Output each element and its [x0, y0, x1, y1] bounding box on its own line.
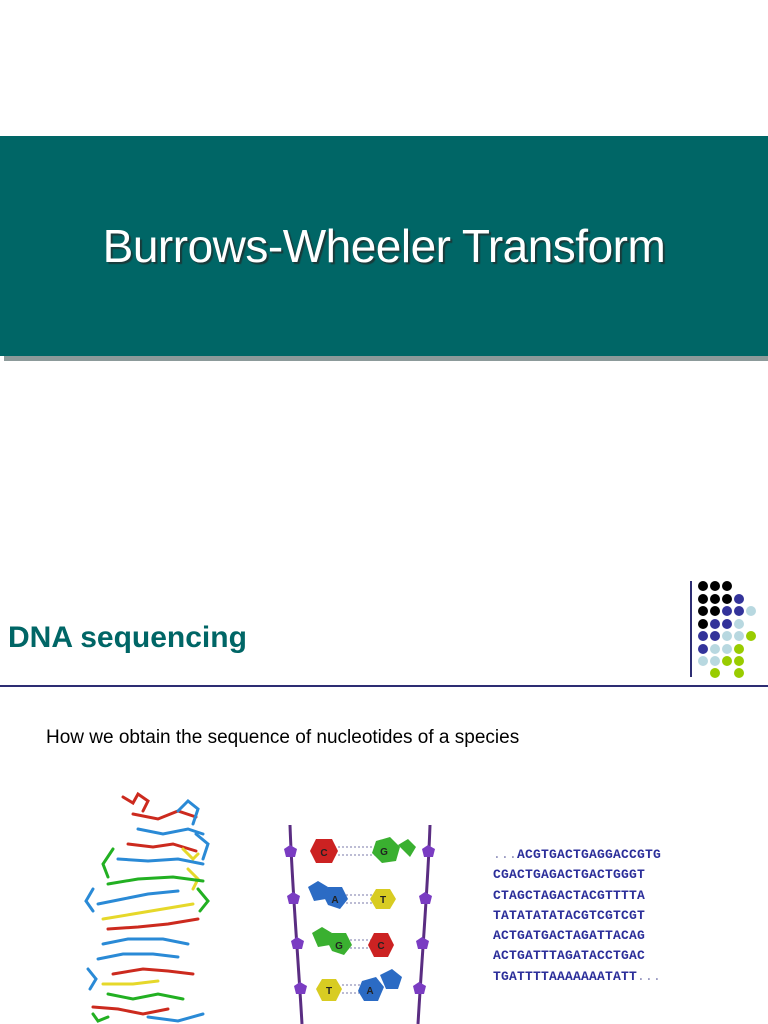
dot-14 [710, 619, 720, 629]
section-title: DNA sequencing [8, 621, 247, 654]
dot-23 [710, 644, 720, 654]
sequence-line-3: CTAGCTAGACTACGTTTTA [493, 887, 646, 903]
base-right-4: A [366, 986, 373, 997]
dot-16 [734, 619, 744, 629]
slide-title: Burrows-Wheeler Transform [102, 220, 666, 272]
dna-helix-illustration [84, 791, 210, 1023]
base-left-1: C [320, 848, 327, 859]
dot-26 [698, 656, 708, 666]
dna-sequencing-slide: DNA sequencing How we obtain the sequenc… [0, 545, 768, 1024]
dot-9 [710, 606, 720, 616]
base-right-2: T [380, 895, 386, 906]
title-band: Burrows-Wheeler Transform [0, 136, 768, 356]
dot-1 [698, 581, 708, 591]
sequence-line-4: TATATATATACGTCGTCGT [493, 907, 646, 923]
title-slide: Burrows-Wheeler Transform [0, 136, 768, 356]
title-underline [0, 685, 768, 687]
dot-29 [734, 656, 744, 666]
dot-6 [722, 594, 732, 604]
sequence-line-7: TGATTTTAAAAAAATATT... [493, 968, 662, 984]
dot-22 [698, 644, 708, 654]
base-left-4: T [326, 986, 332, 997]
dot-21 [746, 631, 756, 641]
dot-15 [722, 619, 732, 629]
dot-12 [746, 606, 756, 616]
dot-17 [698, 631, 708, 641]
dot-4 [698, 594, 708, 604]
dot-31 [734, 668, 744, 678]
dot-2 [710, 581, 720, 591]
base-pair-ladder: C G A T G C T A [284, 825, 435, 1024]
dot-11 [734, 606, 744, 616]
sequence-line-1: ...ACGTGACTGAGGACCGTG [493, 847, 662, 862]
dot-25 [734, 644, 744, 654]
dot-20 [734, 631, 744, 641]
dot-8 [698, 606, 708, 616]
dot-13 [698, 619, 708, 629]
base-left-2: A [331, 895, 338, 906]
dot-24 [722, 644, 732, 654]
dot-19 [722, 631, 732, 641]
dot-10 [722, 606, 732, 616]
slide-subtitle: How we obtain the sequence of nucleotide… [46, 727, 520, 748]
dot-18 [710, 631, 720, 641]
sequence-line-2: CGACTGAGACTGACTGGGT [493, 867, 646, 883]
dot-28 [722, 656, 732, 666]
dot-5 [710, 594, 720, 604]
dot-27 [710, 656, 720, 666]
sequence-line-6: ACTGATTTAGATACCTGAC [493, 948, 646, 964]
dot-7 [734, 594, 744, 604]
base-right-3: C [377, 941, 384, 952]
vertical-divider [690, 581, 692, 677]
dna-sequence-text: ...ACGTGACTGAGGACCGTG CGACTGAGACTGACTGGG… [493, 845, 661, 987]
base-left-3: G [335, 941, 343, 952]
base-right-1: G [380, 847, 388, 858]
dot-30 [710, 668, 720, 678]
dot-3 [722, 581, 732, 591]
sequence-line-5: ACTGATGACTAGATTACAG [493, 928, 646, 944]
